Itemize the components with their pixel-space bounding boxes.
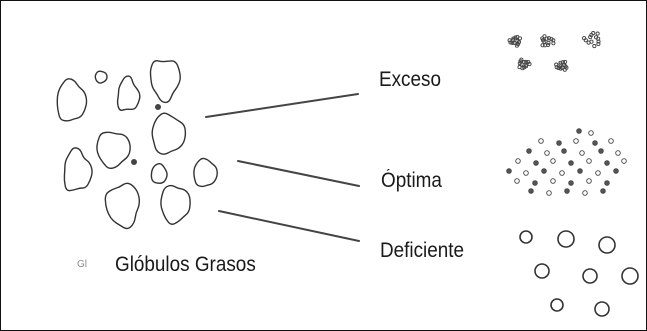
optimal-particle: [533, 181, 538, 186]
label-deficient: Deficiente: [380, 240, 464, 261]
fat-globule-cluster: [57, 61, 217, 229]
optimal-particle: [593, 141, 598, 146]
optimal-particles: [507, 129, 627, 196]
fat-globule: [95, 71, 107, 83]
deficient-particles: [520, 231, 638, 316]
deficient-globule: [583, 269, 597, 283]
pointer-line: [238, 161, 359, 186]
fat-globule: [118, 76, 140, 110]
fat-globule: [161, 186, 190, 225]
label-excess: Exceso: [379, 69, 441, 90]
optimal-particle: [534, 161, 539, 166]
deficient-globule: [595, 302, 609, 316]
optimal-particle: [515, 179, 520, 184]
optimal-particle: [545, 151, 550, 156]
optimal-particle: [614, 169, 619, 174]
deficient-globule: [535, 264, 549, 278]
optimal-particle: [551, 179, 556, 184]
optimal-particle: [557, 141, 562, 146]
optimal-particle: [516, 159, 521, 164]
optimal-particle: [539, 139, 544, 144]
fat-globule: [57, 79, 86, 121]
optimal-particle: [589, 131, 594, 136]
optimal-particle: [605, 161, 610, 166]
deficient-globule: [551, 299, 563, 311]
optimal-particle: [524, 171, 529, 176]
optimal-particle: [580, 151, 585, 156]
excess-particle: [593, 45, 596, 48]
excess-particle: [564, 60, 567, 63]
optimal-particle: [578, 169, 583, 174]
deficient-globule: [622, 268, 638, 284]
optimal-particle: [547, 191, 552, 196]
deficient-globule: [558, 231, 574, 247]
optimal-particle: [587, 179, 592, 184]
small-dark-globule: [155, 104, 161, 110]
optimal-particle: [599, 149, 604, 154]
fat-globule: [150, 61, 180, 103]
fat-globule: [64, 148, 92, 191]
optimal-particle: [587, 159, 592, 164]
optimal-particle: [616, 151, 621, 156]
optimal-particle: [569, 181, 574, 186]
excess-particles: [508, 31, 600, 71]
deficient-globule: [599, 237, 615, 253]
small-dark-globule: [131, 159, 137, 165]
optimal-particle: [583, 191, 588, 196]
optimal-particle: [569, 161, 574, 166]
fat-globule: [152, 113, 185, 154]
legend-mark: Gl: [77, 260, 87, 270]
optimal-particle: [596, 171, 601, 176]
optimal-particle: [565, 189, 570, 194]
legend-title: Glóbulos Grasos: [115, 254, 256, 275]
pointer-lines: [206, 94, 359, 241]
optimal-particle: [577, 129, 582, 134]
fat-globule: [151, 164, 167, 184]
optimal-particle: [609, 139, 614, 144]
optimal-particle: [560, 171, 565, 176]
optimal-particle: [527, 149, 532, 154]
optimal-particle: [551, 159, 556, 164]
pointer-line: [206, 94, 358, 117]
optimal-particle: [601, 189, 606, 194]
optimal-particle: [605, 181, 610, 186]
optimal-particle: [529, 189, 534, 194]
optimal-particle: [507, 169, 512, 174]
excess-particle: [596, 32, 599, 35]
pointer-line: [219, 211, 359, 241]
optimal-particle: [542, 169, 547, 174]
deficient-globule: [520, 231, 532, 243]
label-optimal: Óptima: [381, 170, 442, 191]
optimal-particle: [622, 159, 627, 164]
fat-globule: [194, 158, 217, 186]
optimal-particle: [562, 149, 567, 154]
fat-globule: [105, 183, 139, 228]
fat-globule: [97, 132, 130, 168]
optimal-particle: [574, 139, 579, 144]
